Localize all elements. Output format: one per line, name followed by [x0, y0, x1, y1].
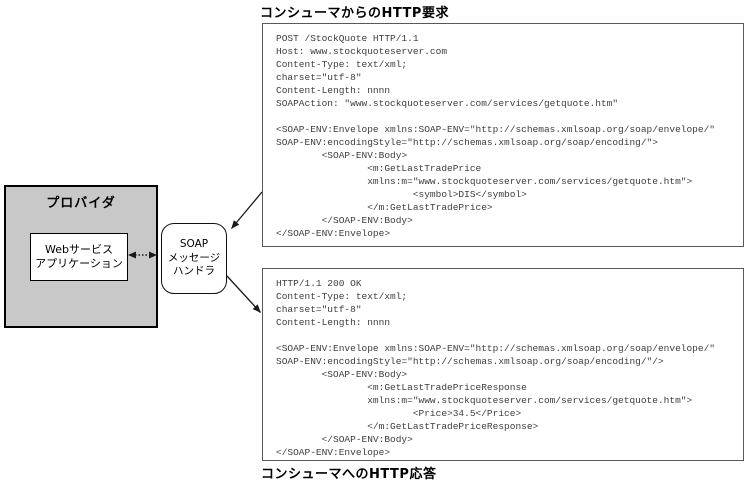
soap-handler-label-line1: SOAP [179, 238, 209, 251]
soap-handler-label-line2: メッセージ [167, 251, 221, 264]
request-title-label: コンシューマからのHTTP要求 [260, 6, 449, 21]
soap-message-handler-box: SOAP メッセージ ハンドラ [161, 223, 227, 294]
web-service-app-label-line1: Webサービス [45, 243, 113, 256]
request-to-handler-arrow [231, 191, 263, 229]
http-request-code-box: POST /StockQuote HTTP/1.1 Host: www.stoc… [262, 23, 744, 247]
response-title-label: コンシューマへのHTTP応答 [261, 467, 437, 482]
web-service-app-label-line2: アプリケーション [35, 257, 123, 270]
http-response-code-box: HTTP/1.1 200 OK Content-Type: text/xml; … [262, 268, 744, 461]
provider-title: プロバイダ [46, 196, 116, 211]
soap-handler-label-line3: ハンドラ [173, 265, 215, 278]
handler-to-response-arrow [226, 275, 261, 313]
web-service-app-box: Webサービス アプリケーション [30, 233, 128, 281]
